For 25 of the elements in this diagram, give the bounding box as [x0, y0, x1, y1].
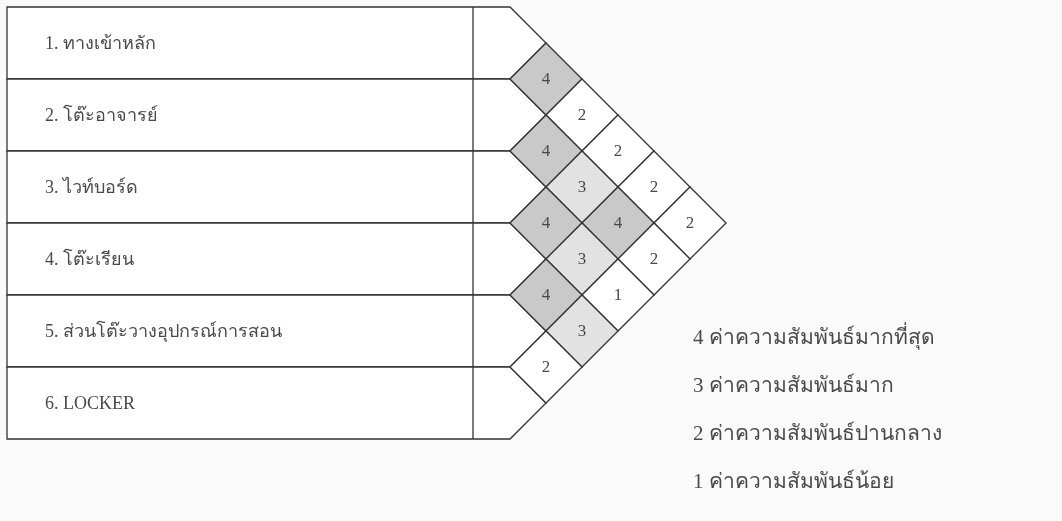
activity-label: 4. โต๊ะเรียน	[45, 247, 134, 271]
relationship-value: 2	[648, 248, 660, 270]
relationship-value: 3	[576, 320, 588, 342]
relationship-value: 4	[540, 284, 552, 306]
relationship-value: 3	[576, 176, 588, 198]
relationship-value: 3	[576, 248, 588, 270]
relationship-value: 4	[540, 212, 552, 234]
activity-label: 6. LOCKER	[45, 392, 135, 415]
relationship-value: 2	[612, 140, 624, 162]
legend-text: 1 ค่าความสัมพันธ์น้อย	[693, 468, 894, 494]
relationship-value: 2	[576, 104, 588, 126]
legend-text: 4 ค่าความสัมพันธ์มากที่สุด	[693, 324, 935, 350]
relationship-value: 2	[648, 176, 660, 198]
activity-label: 2. โต๊ะอาจารย์	[45, 103, 158, 127]
activity-label: 1. ทางเข้าหลัก	[45, 32, 156, 55]
legend-text: 2 ค่าความสัมพันธ์ปานกลาง	[693, 420, 942, 446]
relationship-value: 4	[612, 212, 624, 234]
relationship-value: 2	[540, 356, 552, 378]
activity-label: 5. ส่วนโต๊ะวางอุปกรณ์การสอน	[45, 319, 282, 344]
activity-label: 3. ไวท์บอร์ด	[45, 176, 138, 199]
relationship-value: 1	[612, 284, 624, 306]
relationship-value: 4	[540, 68, 552, 90]
relationship-value: 2	[684, 212, 696, 234]
relationship-value: 4	[540, 140, 552, 162]
legend-text: 3 ค่าความสัมพันธ์มาก	[693, 372, 894, 398]
